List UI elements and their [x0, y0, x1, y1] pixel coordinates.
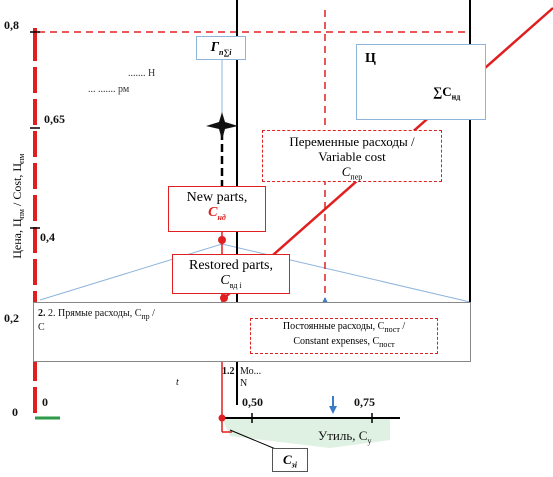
new-parts-label: New parts, [186, 190, 248, 205]
new-parts-symbol: Cнд [208, 205, 226, 222]
direct-costs-label-2: C [38, 322, 45, 333]
star-marker [206, 112, 238, 140]
mid-lower-label: 1.2 [222, 366, 235, 377]
variable-cost-symbol: Cпер [341, 164, 363, 182]
restored-parts-box: Restored parts, Cвд i [172, 254, 290, 294]
zero-point [218, 414, 226, 422]
mid-lower-label-c: Мо... [240, 366, 262, 377]
new-parts-box: New parts, Cнд [168, 186, 266, 232]
y-tick-label-02: 0,2 [4, 311, 19, 325]
x-tick-label-050: 0,50 [242, 395, 263, 409]
scrap-label: Утиль, Cу [318, 428, 372, 446]
gamma-box: Гп∑i [196, 36, 246, 60]
x-origin-label: 0 [42, 395, 48, 409]
csi-box: Cзi [272, 448, 308, 472]
top-small-text: ....... H [128, 68, 156, 79]
blue-arrow-down [329, 406, 337, 414]
top-small-text-2: ... ....... рм [88, 84, 130, 95]
sum-new-parts-label: ∑Cнд [433, 84, 461, 102]
restored-parts-symbol: Cвд i [220, 273, 242, 290]
variable-cost-ru: Переменные расходы / [289, 134, 415, 149]
csi-pointer [229, 429, 279, 451]
variable-cost-box: Переменные расходы / Variable cost Cпер [262, 130, 442, 182]
direct-costs-label: 2. 2. Прямые расходы, Cпр / [38, 308, 155, 321]
variable-cost-en: Variable cost [318, 149, 386, 164]
y-tick-label-0: 0 [12, 405, 18, 419]
y-tick-label-08: 0,8 [4, 18, 19, 32]
scrap-area [222, 418, 390, 448]
y-tick-label-04: 0,4 [40, 230, 55, 244]
top-right-title: Ц [365, 51, 376, 66]
restored-parts-point [220, 294, 228, 302]
fixed-cost-en: Constant expenses, Cпост [293, 336, 395, 349]
top-right-box: Ц ∑Cнд [356, 44, 486, 120]
restored-parts-label: Restored parts, [189, 258, 273, 273]
y-axis-title: Цена, Цпм / Cost, Цпм [9, 153, 27, 259]
y-tick-label-065: 0,65 [44, 112, 65, 126]
fixed-cost-box: Постоянные расходы, Cпост / Constant exp… [250, 318, 438, 354]
fixed-cost-ru: Постоянные расходы, Cпост / [282, 321, 406, 334]
mid-lower-label-b: N [240, 378, 248, 389]
lower-left-t: t [176, 377, 179, 388]
x-tick-label-075: 0,75 [354, 395, 375, 409]
new-parts-point [218, 236, 226, 244]
